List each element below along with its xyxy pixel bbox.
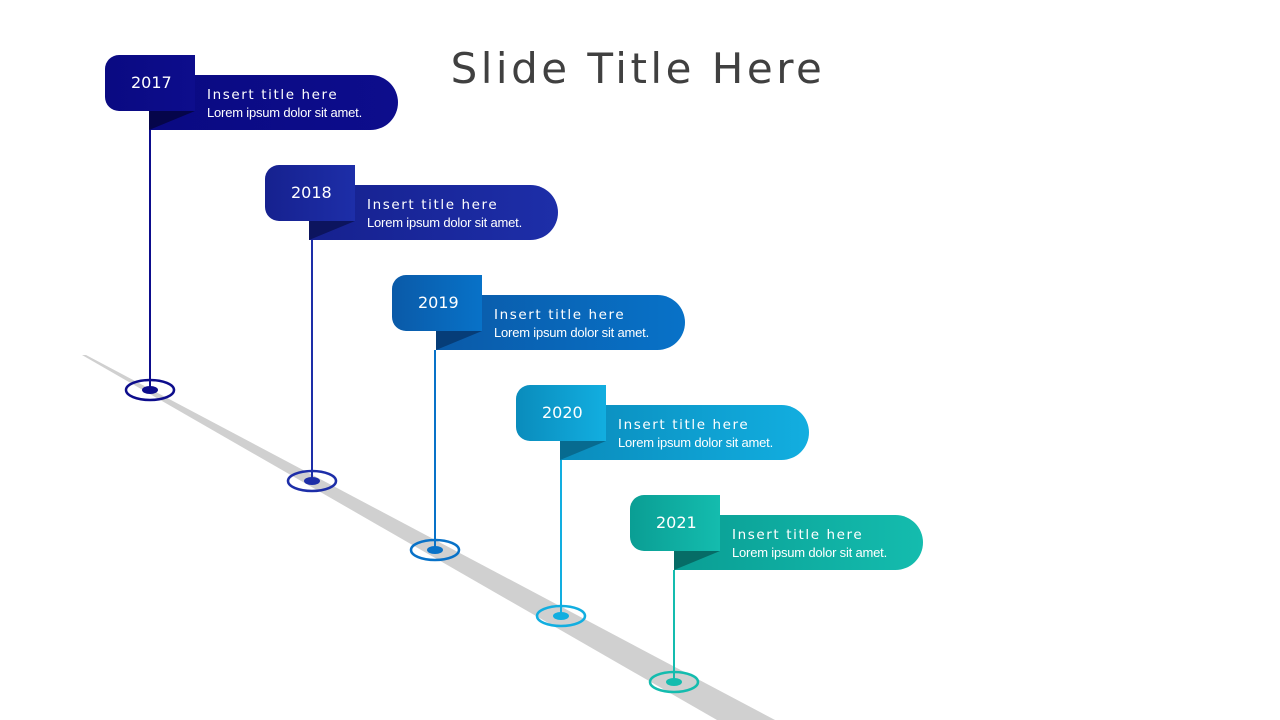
milestone-year: 2020 [542,403,583,422]
year-tab: 2021 [630,495,720,551]
milestone-title: Insert title here [732,527,864,543]
year-tab: 2020 [516,385,606,441]
banner-fold-shadow [149,111,195,130]
milestone-text: Insert title here Lorem ipsum dolor sit … [494,306,649,342]
banner-fold-shadow [560,441,606,460]
milestone-marker-dot-icon [304,477,320,485]
milestone-marker-ring-icon [409,538,461,562]
milestone-title: Insert title here [494,307,626,323]
milestone-text: Insert title here Lorem ipsum dolor sit … [618,416,773,452]
milestone-marker-dot-icon [142,386,158,394]
milestone-marker-ring-icon [535,604,587,628]
milestone-year: 2018 [291,183,332,202]
milestone-marker-ring-icon [648,670,700,694]
milestone-marker-dot-icon [553,612,569,620]
banner-fold-shadow [309,221,355,240]
milestone-year: 2021 [656,513,697,532]
slide-title: Slide Title Here [450,44,826,93]
milestone-description: Lorem ipsum dolor sit amet. [367,215,522,230]
year-tab: 2018 [265,165,355,221]
milestone-card-2017: 2017 Insert title here Lorem ipsum dolor… [105,55,405,135]
milestone-marker-dot-icon [666,678,682,686]
milestone-marker-ring-icon [124,378,176,402]
year-tab: 2019 [392,275,482,331]
milestone-description: Lorem ipsum dolor sit amet. [732,545,887,560]
milestone-card-2021: 2021 Insert title here Lorem ipsum dolor… [630,495,930,575]
banner-fold-shadow [674,551,720,570]
milestone-marker-dot-icon [427,546,443,554]
milestone-card-2019: 2019 Insert title here Lorem ipsum dolor… [392,275,692,355]
milestone-description: Lorem ipsum dolor sit amet. [207,105,362,120]
timeline-road [82,355,775,720]
milestone-description: Lorem ipsum dolor sit amet. [618,435,773,450]
banner-fold-shadow [436,331,482,350]
milestone-year: 2019 [418,293,459,312]
milestone-card-2018: 2018 Insert title here Lorem ipsum dolor… [265,165,565,245]
milestone-card-2020: 2020 Insert title here Lorem ipsum dolor… [516,385,816,465]
milestone-year: 2017 [131,73,172,92]
year-tab: 2017 [105,55,195,111]
milestone-title: Insert title here [207,87,339,103]
milestone-description: Lorem ipsum dolor sit amet. [494,325,649,340]
milestone-marker-ring-icon [286,469,338,493]
milestone-title: Insert title here [367,197,499,213]
milestone-text: Insert title here Lorem ipsum dolor sit … [732,526,887,562]
milestone-text: Insert title here Lorem ipsum dolor sit … [367,196,522,232]
milestone-text: Insert title here Lorem ipsum dolor sit … [207,86,362,122]
milestone-title: Insert title here [618,417,750,433]
